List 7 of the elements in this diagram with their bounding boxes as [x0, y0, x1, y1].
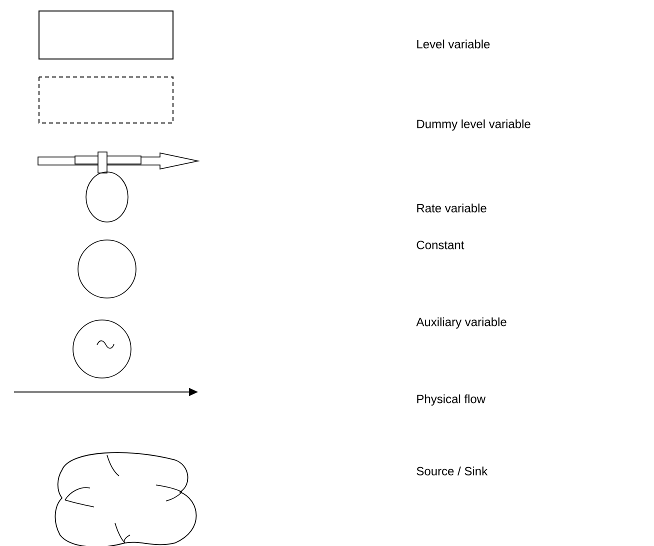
legend-label: Physical flow	[417, 394, 486, 406]
legend-label: Rate variable	[417, 204, 486, 212]
legend-label: Source / Sink	[416, 466, 488, 476]
legend-label: Constant	[416, 240, 464, 250]
legend-label: Auxiliary variable	[416, 317, 506, 329]
legend-label: Dummy level variable	[417, 119, 530, 131]
legend-label: Level variable	[417, 40, 490, 48]
